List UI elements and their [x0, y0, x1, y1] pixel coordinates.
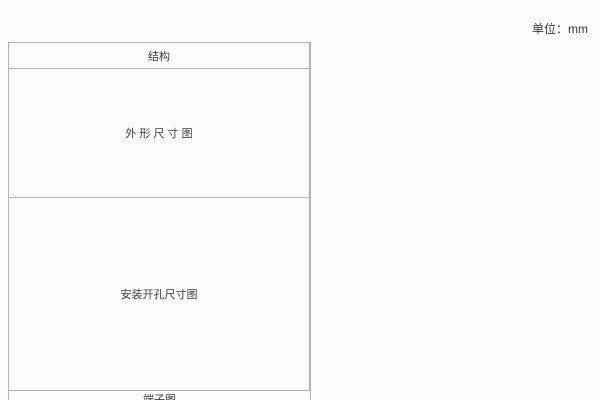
- spec-table: 结构 外 形 尺 寸 图 安装开孔尺寸图 端子图 2S12C 凸出式板后接线 J…: [8, 42, 311, 400]
- header-structure: 结构: [9, 43, 310, 69]
- header-outline: 外 形 尺 寸 图: [9, 69, 310, 198]
- header-structure-label: 结构: [148, 50, 170, 63]
- header-mounting-label: 安装开孔尺寸图: [120, 289, 198, 301]
- header-terminal-label: 端子图: [143, 394, 176, 400]
- header-mounting: 安装开孔尺寸图: [9, 198, 310, 391]
- unit-label: 单位：mm: [532, 22, 588, 36]
- header-outline-label: 外 形 尺 寸 图: [125, 128, 193, 140]
- header-terminal: 端子图: [9, 391, 310, 400]
